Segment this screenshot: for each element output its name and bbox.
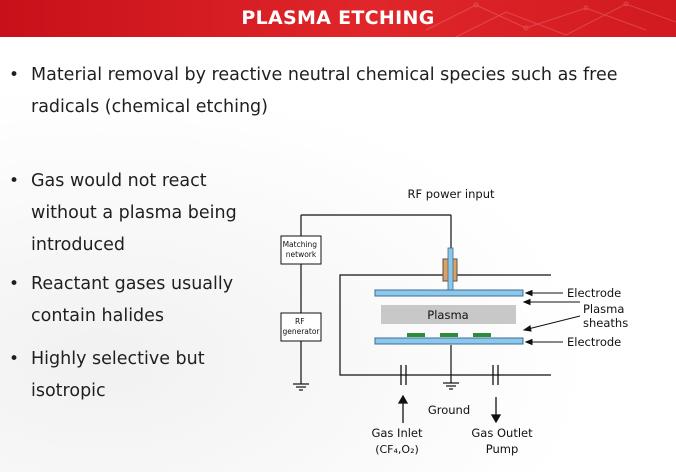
decorative-pattern-icon [425,1,676,37]
bullet-text: Highly selective but isotropic [31,349,205,401]
wafer [473,333,491,337]
bullet-item: • Reactant gases usually contain halides [9,268,246,332]
plasma-sheaths-label: Plasma sheaths [583,302,628,330]
bullet-text: Reactant gases usually contain halides [31,274,234,326]
background [0,37,676,472]
rf-generator-box [280,312,322,342]
gas-outlet-label: Gas Outlet [471,426,533,440]
electrode-bottom-label: Electrode [567,335,621,349]
bottom-electrode [374,337,524,345]
matching-network-label: Matching network [283,240,320,259]
arrow-up-icon [397,394,409,404]
wafer [440,333,458,337]
bullet-item: • Gas would not react without a plasma b… [9,165,246,261]
bullet-icon: • [9,274,20,294]
plasma-sheaths-text: Plasma [583,302,624,316]
bullet-item: • Material removal by reactive neutral c… [9,59,671,123]
bullet-icon: • [9,171,20,191]
gas-inlet-label: Gas Inlet [371,426,423,440]
plasma-label: Plasma [427,308,468,322]
bullet-icon: • [9,349,20,369]
plasma-region [381,305,516,324]
rf-generator-label: RF generator [282,317,320,336]
rf-power-input-label: RF power input [407,187,495,201]
wafer [407,333,425,337]
arrow-down-icon [490,414,502,424]
electrode-stem [447,247,454,291]
pump-label: Pump [486,442,519,456]
bullet-icon: • [9,65,20,85]
bullet-item: • Highly selective but isotropic [9,343,246,407]
gas-inlet-formula: (CF₄,O₂) [375,443,419,456]
page-title: PLASMA ETCHING [241,7,435,29]
title-bar: PLASMA ETCHING [0,0,676,37]
electrode-top-label: Electrode [567,286,621,300]
bullet-text: Gas would not react without a plasma bei… [31,171,237,255]
ground-label: Ground [428,403,470,417]
matching-network-box [280,235,322,265]
bullet-text: Material removal by reactive neutral che… [31,65,618,117]
top-electrode [374,289,524,297]
